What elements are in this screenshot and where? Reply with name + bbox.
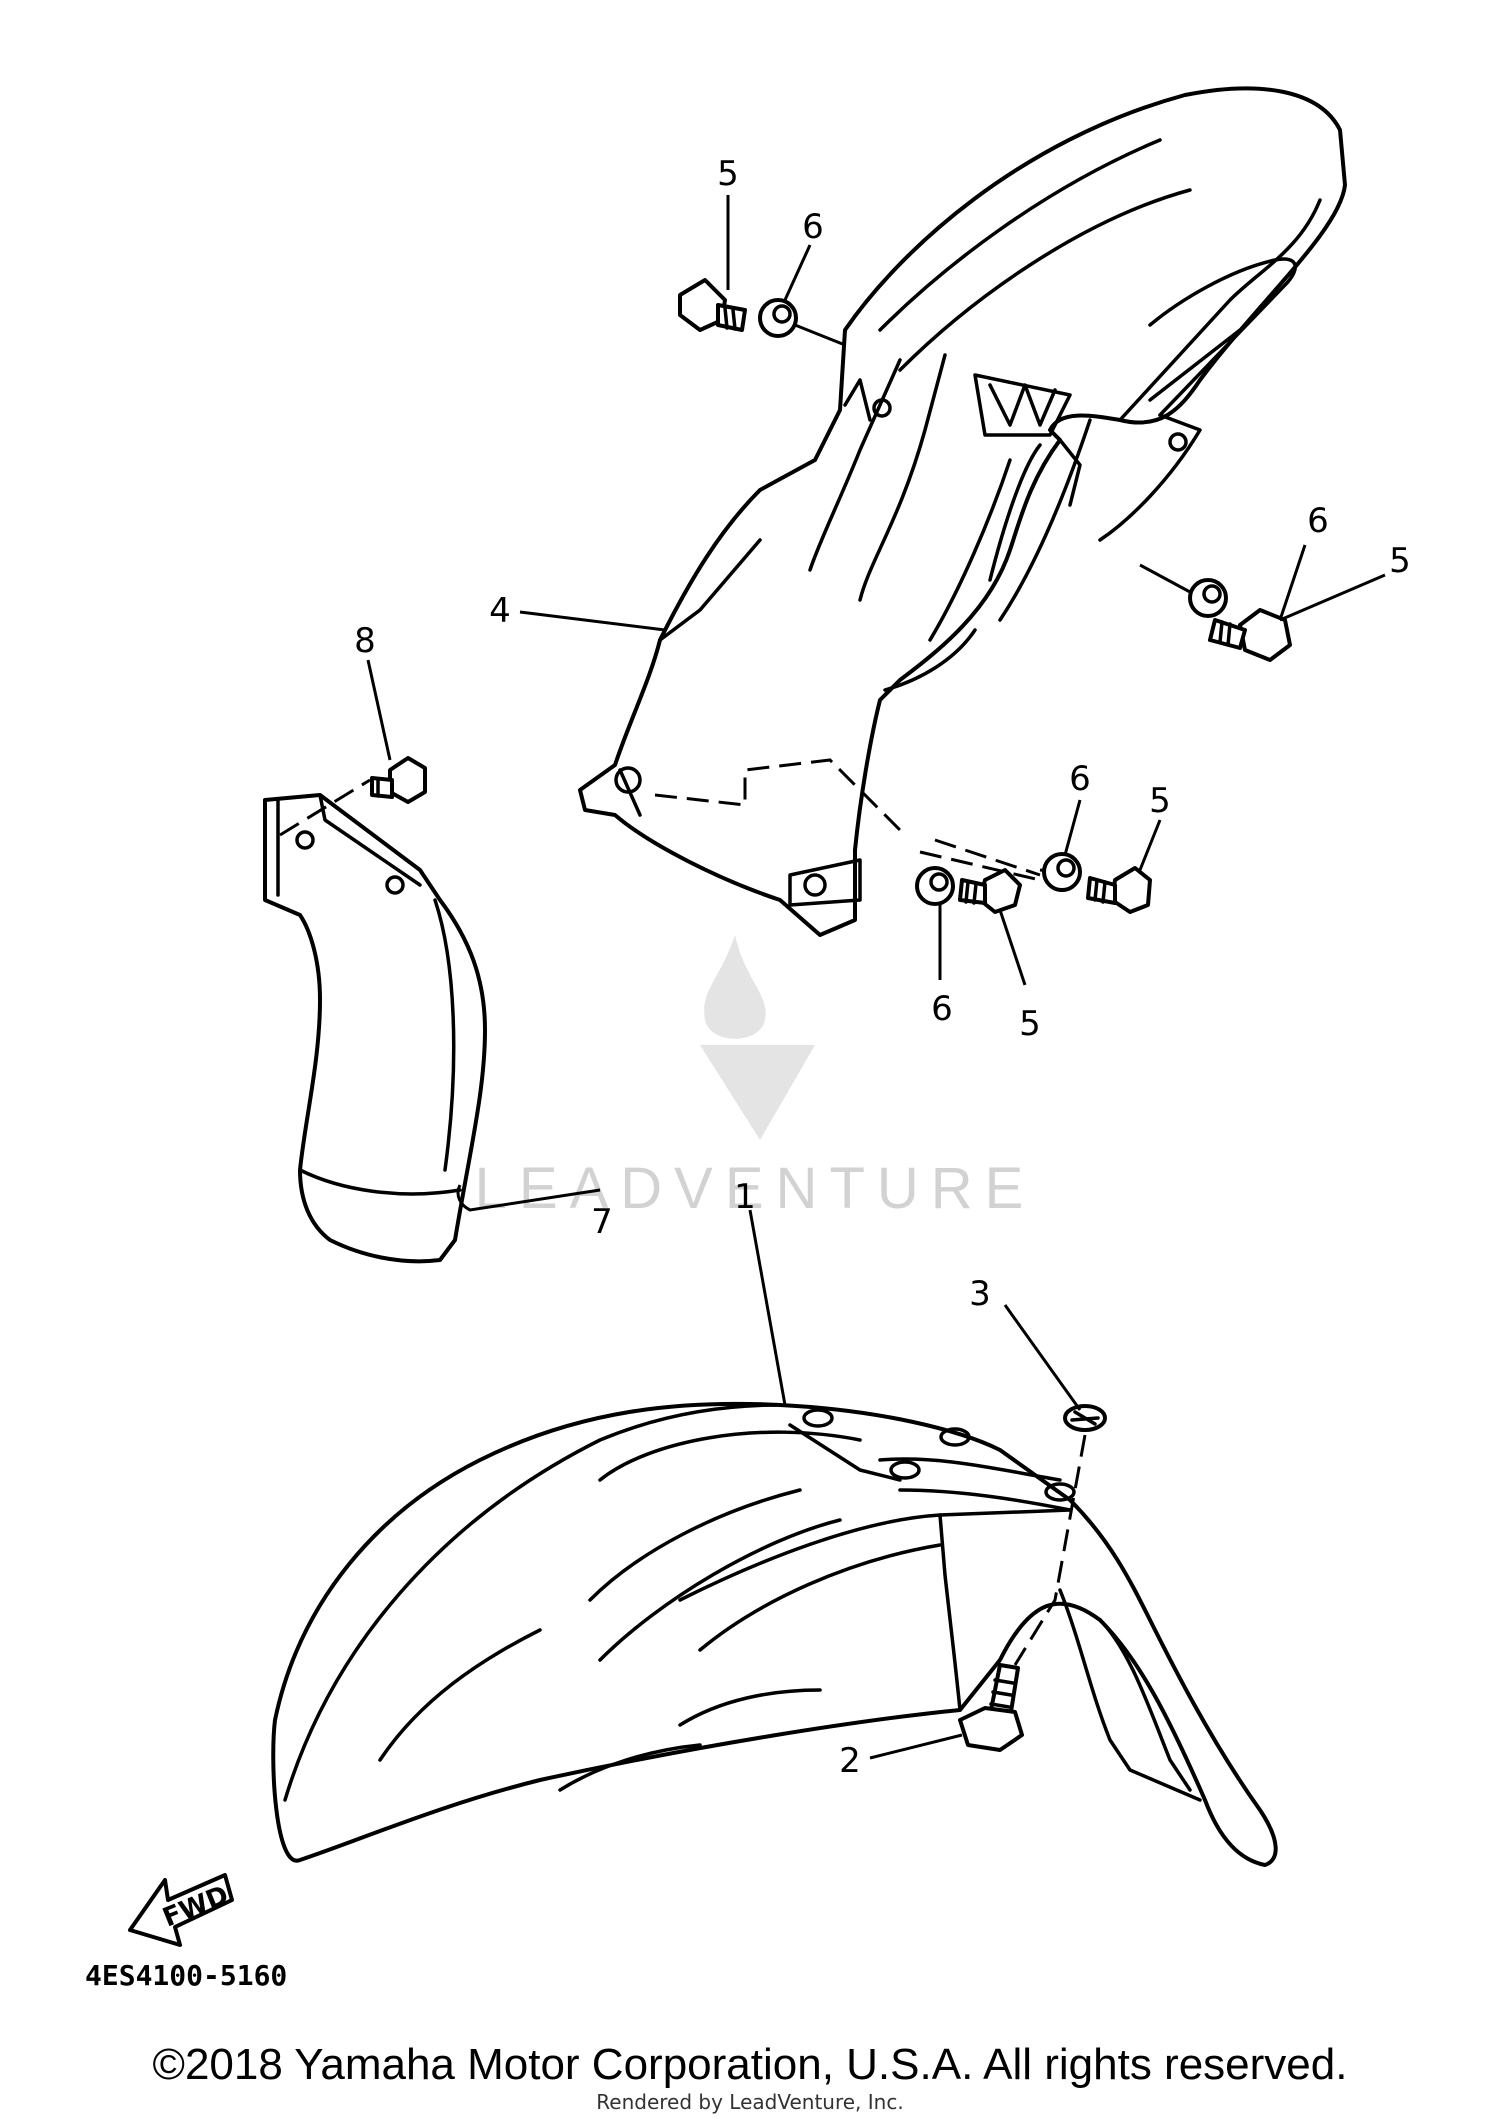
mud-flap xyxy=(263,793,487,1264)
rear-fender xyxy=(578,86,1347,937)
fwd-arrow: FWD xyxy=(128,1873,234,1947)
bolt-5-top xyxy=(678,278,747,332)
callout-4: 4 xyxy=(489,591,511,631)
callout-8: 8 xyxy=(354,621,376,661)
callout-6: 6 xyxy=(802,207,824,247)
nut-3 xyxy=(1063,1404,1107,1432)
callout-6: 6 xyxy=(1069,759,1091,799)
callout-5: 5 xyxy=(1019,1004,1041,1044)
callout-3: 3 xyxy=(969,1274,991,1314)
callout-5: 5 xyxy=(1149,781,1171,821)
rendered-by-text: Rendered by LeadVenture, Inc. xyxy=(596,2090,904,2114)
part-code: 4ES4100-5160 xyxy=(85,1959,287,1992)
callout-1: 1 xyxy=(734,1177,756,1217)
callout-6: 6 xyxy=(1307,501,1329,541)
front-fender xyxy=(271,1401,1278,1867)
watermark-flame-icon xyxy=(704,935,766,1039)
bolt-5-right xyxy=(1208,608,1292,662)
collar-6-low-right xyxy=(1042,852,1082,892)
collar-6-top xyxy=(758,298,846,347)
callout-5: 5 xyxy=(717,154,739,194)
bolt-5-low-left xyxy=(958,868,1022,914)
copyright-text: ©2018 Yamaha Motor Corporation, U.S.A. A… xyxy=(152,2040,1348,2089)
leader-lines xyxy=(366,195,1386,1760)
watermark: LEADVENTURE xyxy=(475,935,1036,1221)
watermark-text: LEADVENTURE xyxy=(475,1156,1036,1221)
hardware xyxy=(279,278,1292,1752)
callouts: 5 6 6 5 4 5 6 6 5 8 7 1 3 2 xyxy=(354,154,1411,1781)
callout-2: 2 xyxy=(839,1741,861,1781)
callout-6: 6 xyxy=(931,989,953,1029)
bolt-8 xyxy=(370,756,427,804)
watermark-v-icon xyxy=(700,1045,815,1140)
bolt-2 xyxy=(958,1663,1024,1752)
callout-5: 5 xyxy=(1389,541,1411,581)
bolt-5-low-right xyxy=(1086,866,1152,914)
collar-6-low-left xyxy=(915,866,955,906)
callout-7: 7 xyxy=(591,1202,613,1242)
collar-6-right xyxy=(1139,563,1228,618)
